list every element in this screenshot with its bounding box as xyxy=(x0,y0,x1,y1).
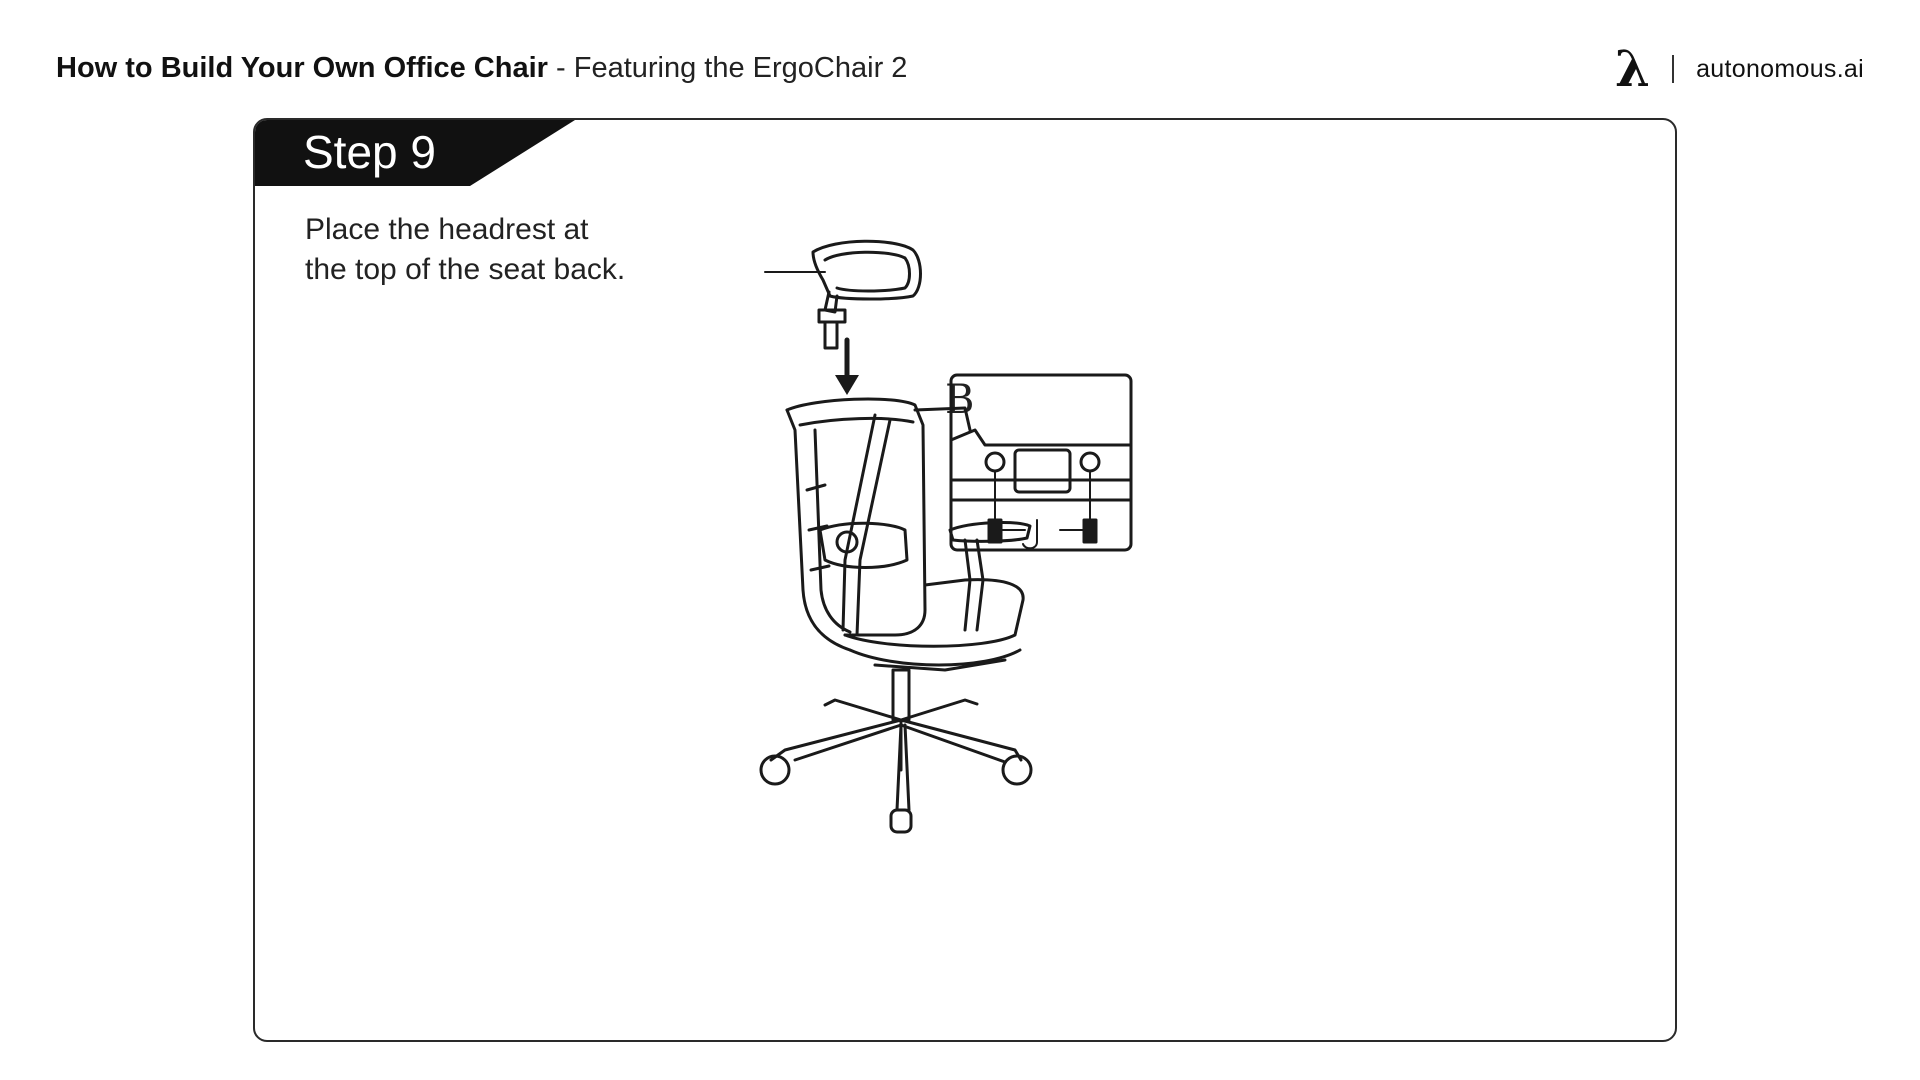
step-banner-shape xyxy=(255,120,575,186)
instruction-line-1: Place the headrest at xyxy=(305,213,589,246)
step-card: Step 9 Place the headrest at the top of … xyxy=(253,118,1677,1042)
chair-base-icon xyxy=(769,698,1023,812)
brand-name: autonomous.ai xyxy=(1696,54,1864,83)
brand-logo[interactable]: λ autonomous.ai xyxy=(1615,42,1864,96)
step-banner: Step 9 xyxy=(255,120,585,186)
headrest-mount-detail-icon xyxy=(949,373,1133,552)
page-header: How to Build Your Own Office Chair - Fea… xyxy=(56,48,907,88)
chair-illustration xyxy=(759,239,1133,834)
lambda-logo-icon: λ xyxy=(1615,39,1651,98)
brand-divider xyxy=(1672,55,1675,83)
arrow-down-icon xyxy=(835,337,859,395)
seat-back-icon xyxy=(785,397,972,652)
instruction-line-2: the top of the seat back. xyxy=(305,253,626,286)
caster-wheels-icon xyxy=(759,754,1033,834)
step-label: Step 9 xyxy=(303,126,436,178)
step-instruction: Place the headrest at the top of the sea… xyxy=(305,210,725,290)
headrest-icon xyxy=(811,239,922,350)
armrest-icon xyxy=(948,521,1032,632)
title-separator: - xyxy=(547,52,574,84)
page-title: How to Build Your Own Office Chair xyxy=(56,52,548,84)
seat-icon xyxy=(843,578,1025,672)
page-subtitle: Featuring the ErgoChair 2 xyxy=(573,52,908,84)
